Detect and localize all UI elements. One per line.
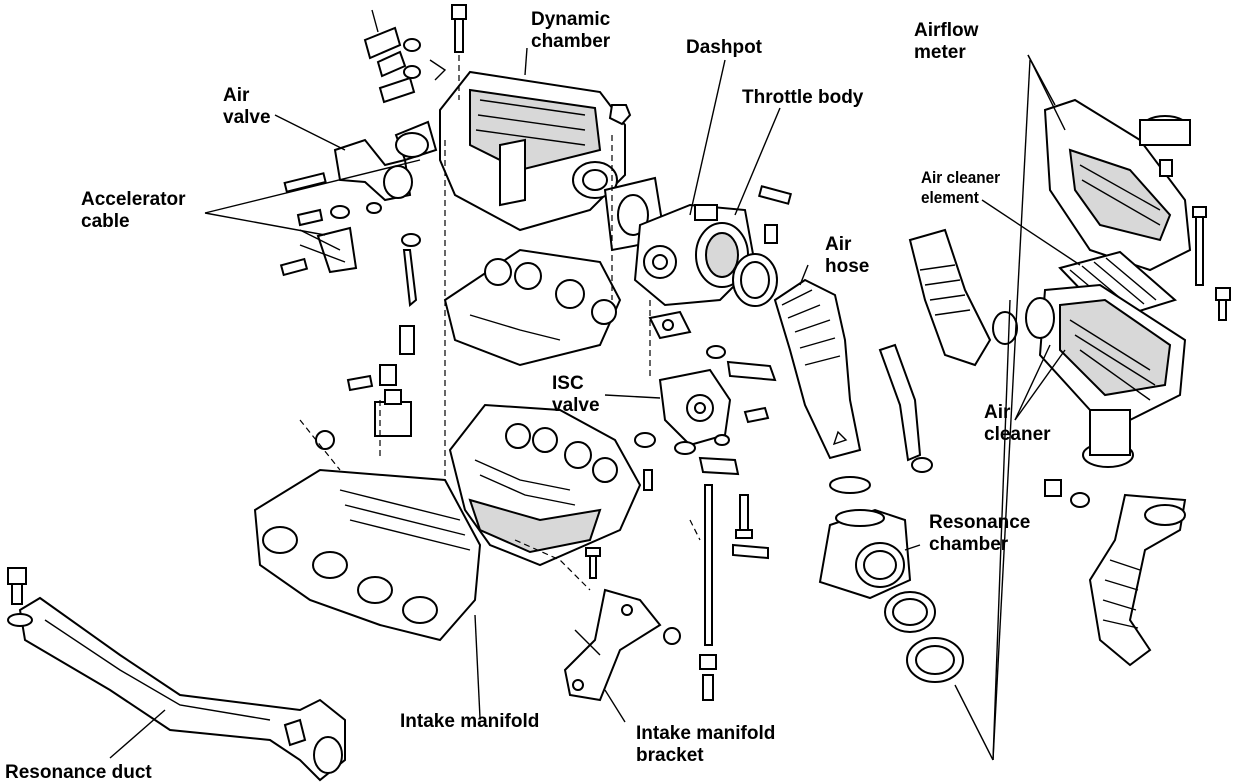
isc-valve-part [634, 368, 770, 455]
vacuum-hoses-part [363, 9, 447, 104]
small-gasket-part [648, 310, 692, 340]
air-cleaner-part [1038, 283, 1187, 468]
intake-manifold-part [448, 403, 642, 567]
throttle-hose-clamp-part [732, 253, 778, 307]
pipe-part [726, 360, 777, 382]
lower-right-duct-part [1088, 493, 1187, 667]
upper-gasket-part [443, 248, 622, 367]
long-stud-part [699, 484, 717, 701]
air-hose-part [773, 278, 862, 460]
label-resonance-duct: Resonance duct [5, 762, 152, 783]
label-dashpot: Dashpot [686, 37, 762, 58]
resonance-clamps-part [884, 591, 964, 683]
manifold-bracket-part [563, 588, 662, 702]
breather-hose-part [878, 343, 922, 462]
leader-lines [109, 47, 1081, 761]
label-intake-manifold: Intake manifold [400, 711, 540, 732]
isc-hose-part [698, 456, 740, 476]
top-bolt-part [451, 4, 467, 100]
bolt-left-part [315, 430, 335, 450]
accelerator-cable-part [279, 202, 382, 277]
nut-part [608, 104, 632, 126]
cleaner-inlet-duct-part [908, 228, 1055, 367]
right-bolt-part [1044, 479, 1062, 497]
air-valve-part [283, 120, 438, 202]
label-throttle-body: Throttle body [742, 87, 864, 108]
airflow-meter-part [1043, 98, 1192, 272]
resonance-chamber-part [818, 476, 912, 600]
bracket-nut-part [663, 627, 681, 645]
dynamic-chamber-part [439, 70, 626, 232]
throttle-body-part [633, 185, 793, 307]
injector-part [346, 325, 415, 437]
manifold-flange-part [253, 468, 482, 642]
resonance-duct-part [7, 567, 346, 782]
small-hose-part [402, 249, 418, 307]
